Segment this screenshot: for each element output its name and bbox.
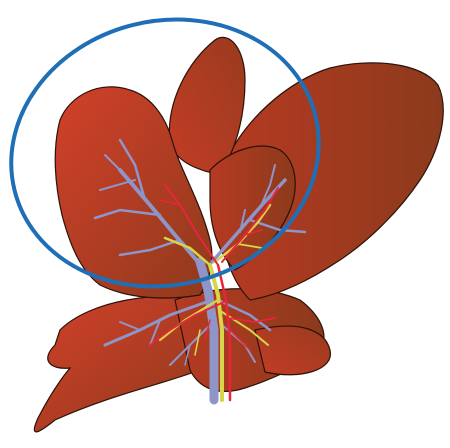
figure-canvas	[0, 0, 450, 448]
liver-illustration	[0, 0, 450, 448]
